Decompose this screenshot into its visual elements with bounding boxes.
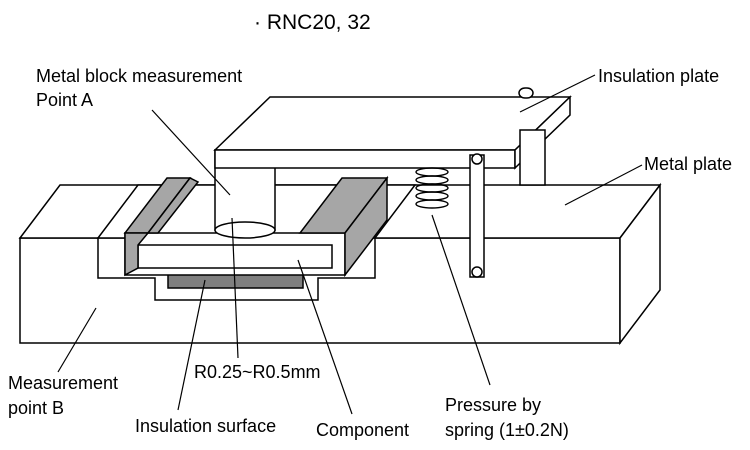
label-component: Component — [316, 420, 409, 440]
component — [123, 175, 389, 278]
label-point-a: Point A — [36, 90, 93, 110]
spring — [415, 167, 449, 209]
lever-bar — [469, 153, 485, 278]
label-spring-force: spring (1±0.2N) — [445, 420, 569, 440]
label-metal-plate: Metal plate — [644, 154, 732, 174]
leader-lines — [57, 74, 643, 415]
label-insulation-surface: Insulation surface — [135, 416, 276, 436]
diagram-title: · RNC20, 32 — [254, 11, 371, 34]
label-measurement: Measurement — [8, 373, 118, 393]
label-insulation-plate: Insulation plate — [598, 66, 719, 86]
label-pressure: Pressure by — [445, 395, 541, 415]
label-point-b: point B — [8, 398, 64, 418]
label-metal-block: Metal block measurement — [36, 66, 242, 86]
label-radius: R0.25~R0.5mm — [194, 362, 321, 382]
insulation-plate — [213, 87, 572, 186]
